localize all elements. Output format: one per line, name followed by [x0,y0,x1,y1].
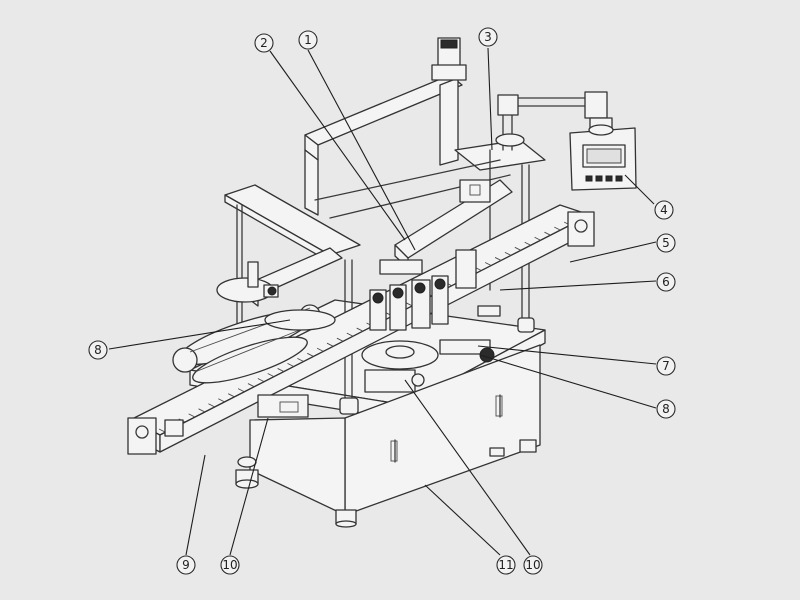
callout-8-right: 8 [656,399,676,419]
callout-9: 9 [176,555,196,575]
callout-label: 9 [182,558,190,572]
callout-label: 7 [662,359,670,373]
leader-lines [108,47,657,556]
chain-link [484,262,492,266]
callout-label: 8 [662,402,670,416]
callout-label: 1 [304,33,312,47]
chain-link [346,332,353,337]
bottle-holding-station [257,249,501,418]
chain-link [188,413,195,418]
chain-link [208,403,215,408]
callout-8-left: 8 [88,340,108,360]
callout-2: 2 [254,33,274,53]
chain-link [277,368,284,372]
callout-7: 7 [656,356,676,376]
callout-3: 3 [478,27,498,47]
callout-label: 6 [662,275,670,289]
callout-label: 5 [662,236,670,250]
chain-link [227,393,235,398]
callout-label: 10 [525,558,540,572]
chain-link [158,428,166,433]
chain-link [544,231,551,236]
chain-link [237,388,245,393]
chain-link [494,257,502,261]
chain-link [554,226,561,231]
chain-link [247,383,255,387]
callout-10-right: 10 [523,555,543,575]
chain-link [356,327,363,332]
callout-5: 5 [656,233,676,253]
chain-link [316,347,324,352]
callout-label: 8 [94,343,102,357]
callout-1: 1 [298,30,318,50]
callout-label: 11 [498,558,513,572]
chain-link [504,251,512,256]
callout-11: 11 [496,555,516,575]
chain-link [267,373,274,377]
callout-label: 10 [222,558,237,572]
chain-link [198,408,205,413]
callout-4: 4 [654,200,674,220]
chain-link [405,302,413,307]
chain-link [524,241,531,246]
chain-link [287,362,294,367]
chain-link [326,342,334,347]
callout-6: 6 [656,272,676,292]
chain-link [307,352,314,357]
gantry-frame [224,37,546,415]
chain-link [297,357,304,362]
callout-10-left: 10 [220,555,240,575]
chain-link [534,236,541,241]
chain-link [336,337,344,342]
callout-label: 2 [260,36,268,50]
chain-link [218,398,225,403]
callout-label: 4 [660,203,668,217]
separating-belts [172,304,336,384]
chain-link [257,378,265,382]
touch-screen-arm [495,91,637,191]
labeling-head-right [394,179,513,269]
labeling-head-left [216,247,343,307]
chain-link [514,246,522,251]
callout-label: 3 [484,30,492,44]
